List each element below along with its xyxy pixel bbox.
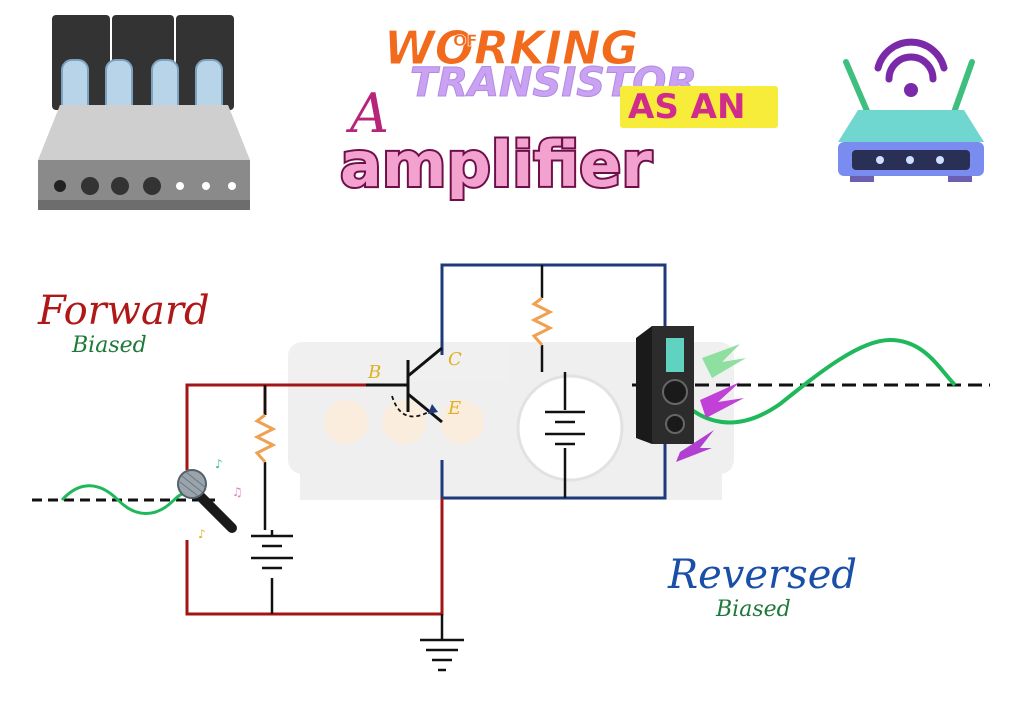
svg-text:♪: ♪	[215, 457, 223, 471]
wifi-router-icon	[838, 38, 984, 182]
collector-label: C	[448, 349, 462, 370]
ground-icon	[420, 614, 464, 672]
output-circuit	[440, 263, 667, 500]
microphone-icon: ♪ ♫ ♪	[177, 457, 243, 541]
svg-text:♫: ♫	[232, 485, 243, 499]
battery-icon-output	[545, 410, 585, 446]
reversed-text: Reversed	[667, 552, 857, 598]
battery-icon-input	[251, 530, 293, 570]
title-amplifier: amplifier	[340, 128, 652, 201]
transistor-symbol	[366, 346, 443, 424]
output-branch-wires	[540, 265, 567, 498]
emitter-label: E	[447, 398, 461, 419]
input-branch-wires	[263, 385, 274, 614]
svg-text:♪: ♪	[198, 527, 206, 541]
title-as-an: AS AN	[628, 87, 745, 127]
reversed-biased-label: Reversed Biased	[667, 552, 857, 622]
tube-amplifier-icon	[38, 15, 250, 210]
reversed-sub-text: Biased	[715, 597, 791, 622]
forward-biased-label: Forward Biased	[37, 288, 210, 358]
resistor-icon-output	[530, 296, 554, 346]
resistor-icon-input	[253, 413, 277, 463]
base-label: B	[367, 362, 381, 383]
speaker-icon	[636, 326, 746, 462]
title-a: A	[345, 82, 389, 145]
title-of: OF	[453, 31, 478, 50]
arrow-head	[428, 404, 438, 414]
faded-amplifier-background	[288, 342, 734, 500]
forward-sub-text: Biased	[71, 333, 147, 358]
title-working: WORKING	[384, 21, 638, 75]
title: WORKING OF A TRANSISTOR AS AN amplifier	[338, 21, 778, 203]
forward-text: Forward	[37, 288, 210, 334]
output-signal-wave	[666, 337, 957, 425]
as-an-highlight	[620, 86, 778, 128]
